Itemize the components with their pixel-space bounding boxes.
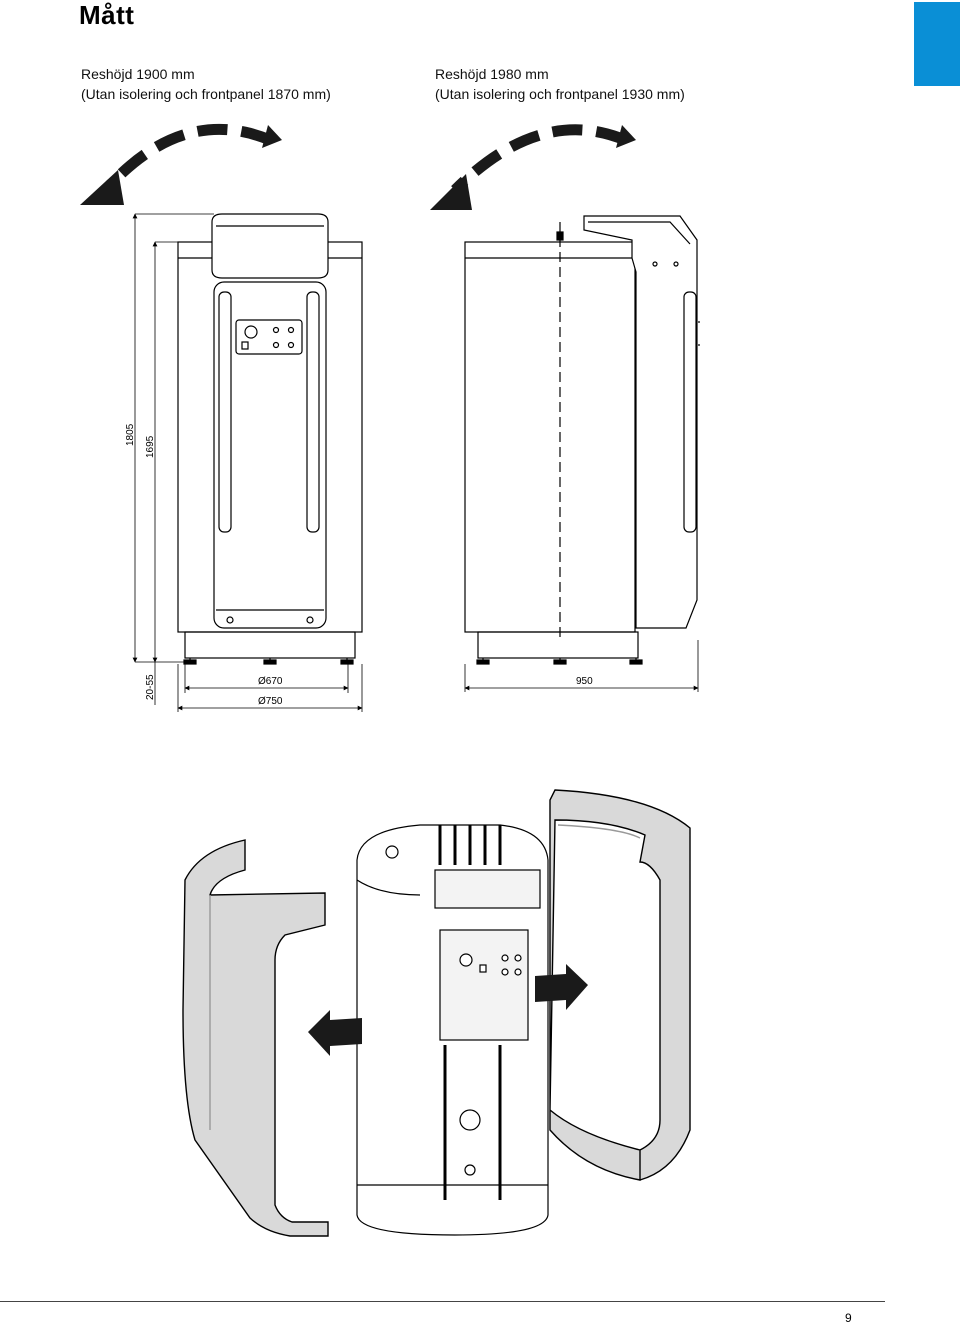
right-caption: Reshöjd 1980 mm (Utan isolering och fron… <box>435 64 685 104</box>
dim-feet-height: 20-55 <box>145 674 156 700</box>
dimension-drawing: 1805 1695 20-55 Ø670 Ø750 950 <box>80 123 700 1237</box>
tilt-arrow-icon <box>80 123 282 205</box>
page-number: 9 <box>845 1311 852 1325</box>
water-heater-core <box>356 824 549 1236</box>
left-caption: Reshöjd 1900 mm (Utan isolering och fron… <box>81 64 331 104</box>
dim-outer-diameter: Ø750 <box>258 696 283 707</box>
right-caption-line1: Reshöjd 1980 mm <box>435 66 549 82</box>
dim-body-height: 1695 <box>145 435 156 458</box>
remove-arrow-icon <box>535 964 588 1010</box>
insulation-left-half <box>182 839 329 1237</box>
side-dimensions <box>464 640 699 692</box>
page-title: Mått <box>79 0 135 30</box>
section-tab <box>914 2 960 86</box>
dim-inner-diameter: Ø670 <box>258 676 283 687</box>
dim-depth: 950 <box>576 676 593 687</box>
insulation-right-half <box>549 789 691 1181</box>
footer-rule <box>0 1301 885 1302</box>
front-dimensions <box>132 213 363 712</box>
right-caption-line2: (Utan isolering och frontpanel 1930 mm) <box>435 86 685 102</box>
side-view <box>464 215 700 665</box>
front-view <box>177 213 363 665</box>
remove-arrow-icon <box>308 1010 362 1056</box>
left-caption-line1: Reshöjd 1900 mm <box>81 66 195 82</box>
dim-total-height: 1805 <box>125 423 136 446</box>
left-caption-line2: (Utan isolering och frontpanel 1870 mm) <box>81 86 331 102</box>
tilt-arrow-icon <box>430 124 636 210</box>
